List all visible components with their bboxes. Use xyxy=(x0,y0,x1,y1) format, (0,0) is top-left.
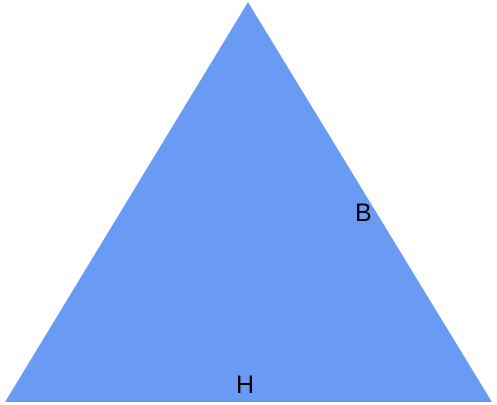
triangle-shape xyxy=(5,2,492,402)
base-label: H xyxy=(236,371,254,399)
side-label: B xyxy=(355,199,372,227)
